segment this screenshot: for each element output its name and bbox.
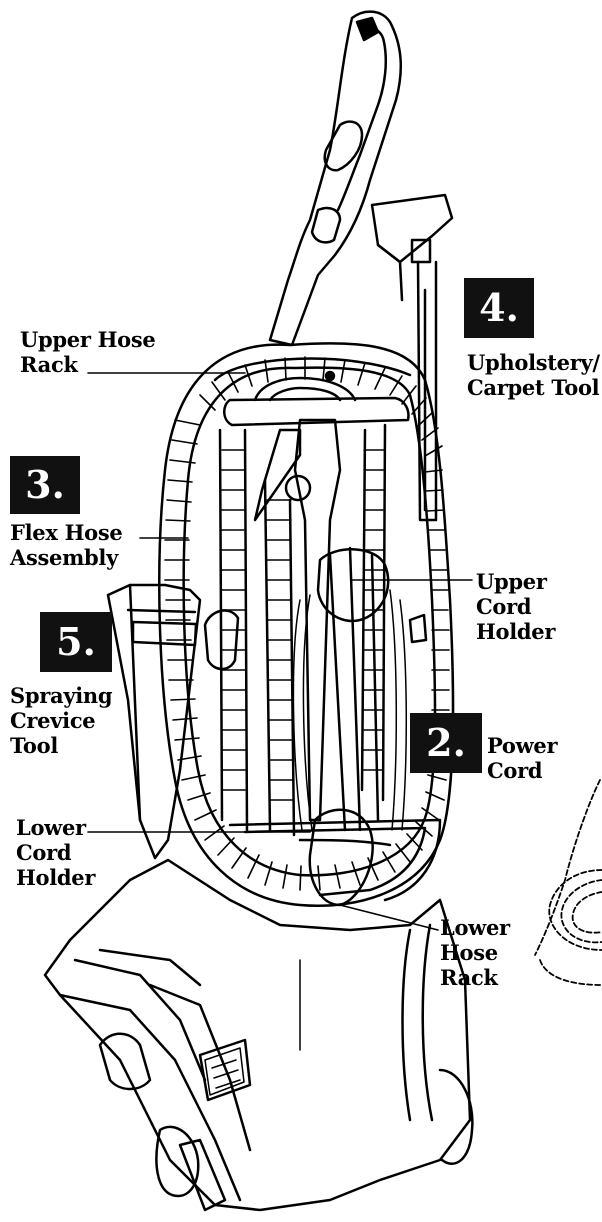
badge-2: 2.	[410, 713, 482, 773]
label-upper-cord-holder: Upper Cord Holder	[476, 569, 555, 644]
badge-3: 3.	[10, 456, 80, 514]
central-body	[255, 372, 426, 905]
label-flex-hose-assembly: Flex Hose Assembly	[10, 520, 122, 570]
crevice-tool	[108, 585, 238, 858]
label-lower-cord-holder: Lower Cord Holder	[16, 815, 95, 890]
label-spraying-crevice-tool: Spraying Crevice Tool	[10, 683, 112, 758]
leader-lines	[88, 373, 472, 930]
inner-hoses	[220, 425, 385, 835]
badge-4: 4.	[464, 278, 534, 338]
base-unit	[45, 860, 472, 1210]
label-lower-hose-rack: Lower Hose Rack	[440, 915, 510, 990]
handle	[270, 12, 401, 345]
coiled-cord	[535, 780, 602, 985]
label-upper-hose-rack: Upper Hose Rack	[20, 327, 155, 377]
label-upholstery-carpet-tool: Upholstery/ Carpet Tool	[467, 350, 600, 400]
label-power-cord: Power Cord	[487, 733, 557, 783]
badge-5: 5.	[40, 612, 112, 672]
